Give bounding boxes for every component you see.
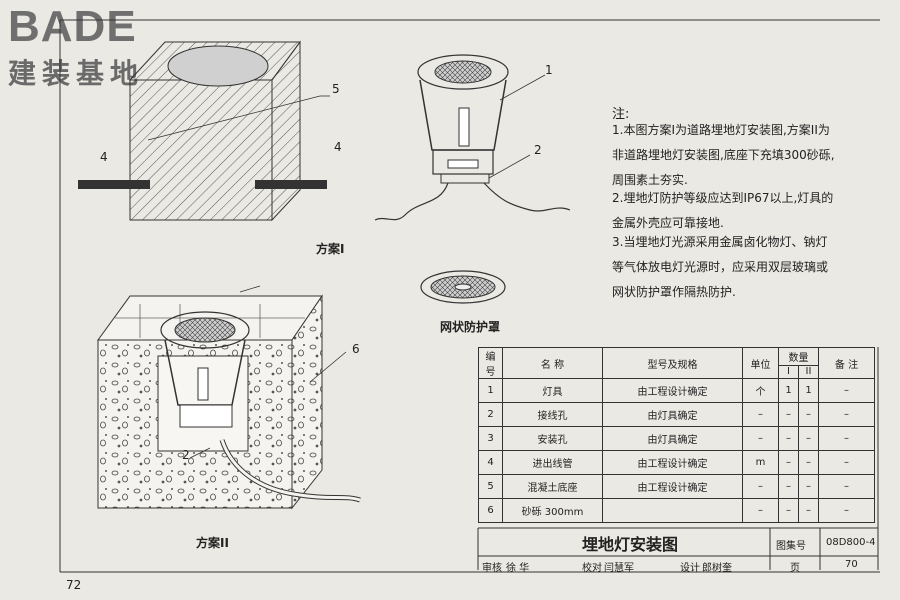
header-qty-1: I [778, 364, 799, 380]
header-name: 名 称 [502, 347, 603, 379]
table-row: 4 进出线管 由工程设计确定 m – – – [478, 450, 875, 475]
callout-6: 6 [352, 342, 360, 356]
cell-no: 4 [478, 450, 503, 475]
header-qty-2: II [798, 364, 819, 380]
fixture-elevation [374, 54, 571, 221]
notes-title: 注: [612, 107, 630, 122]
cell-remark: – [818, 498, 875, 523]
review-label: 审核 [482, 563, 502, 574]
page-label: 页 [790, 563, 800, 574]
cell-no: 3 [478, 426, 503, 451]
cell-remark: – [818, 378, 875, 403]
cell-qty1: – [778, 426, 799, 451]
note-1: 1.本图方案I为道路埋地灯安装图,方案II为非道路埋地灯安装图,底座下充填300… [612, 123, 835, 187]
header-no: 编号 [478, 347, 503, 379]
cell-unit: m [742, 450, 779, 475]
callout-2-scheme2: 2 [182, 448, 190, 462]
note-3: 3.当埋地灯光源采用金属卤化物灯、钠灯等气体放电灯光源时，应采用双层玻璃或网状防… [612, 235, 829, 299]
cell-qty1: – [778, 450, 799, 475]
cell-qty2: – [798, 402, 819, 427]
checker-name: 闫慧军 [604, 563, 634, 574]
cell-no: 1 [478, 378, 503, 403]
cell-remark: – [818, 426, 875, 451]
cell-name: 砂砾 300mm [502, 498, 603, 523]
table-row: 3 安装孔 由灯具确定 – – – – [478, 426, 875, 451]
header-remark: 备 注 [818, 347, 875, 379]
cell-unit: – [742, 426, 779, 451]
cell-qty1: – [778, 402, 799, 427]
page-number: 72 [66, 578, 82, 592]
caption-scheme1: 方案I [316, 242, 345, 256]
table-row: 6 砂砾 300mm – – – – [478, 498, 875, 523]
cell-remark: – [818, 450, 875, 475]
cell-no: 5 [478, 474, 503, 499]
cell-remark: – [818, 474, 875, 499]
table-row: 2 接线孔 由灯具确定 – – – – [478, 402, 875, 427]
cell-spec [602, 498, 743, 523]
table-row: 5 混凝土底座 由工程设计确定 – – – – [478, 474, 875, 499]
cell-name: 灯具 [502, 378, 603, 403]
reviewer-name: 徐 华 [506, 563, 530, 574]
check-label: 校对 [582, 563, 602, 574]
callout-4-left: 4 [100, 150, 108, 164]
scheme2-section [97, 285, 361, 510]
cell-remark: – [818, 402, 875, 427]
cell-spec: 由灯具确定 [602, 426, 743, 451]
header-spec: 型号及规格 [602, 347, 743, 379]
atlas-label: 图集号 [776, 541, 806, 552]
cell-qty2: – [798, 498, 819, 523]
logo-subtitle: 建装基地 [8, 57, 145, 90]
header-unit: 单位 [742, 347, 779, 379]
cell-no: 2 [478, 402, 503, 427]
cell-unit: 个 [742, 378, 779, 403]
cell-no: 6 [478, 498, 503, 523]
table-row: 1 灯具 由工程设计确定 个 1 1 – [478, 378, 875, 403]
drawing-title: 埋地灯安装图 [582, 535, 679, 554]
callout-1: 1 [545, 63, 553, 77]
cell-name: 进出线管 [502, 450, 603, 475]
cell-qty2: – [798, 426, 819, 451]
cell-spec: 由工程设计确定 [602, 474, 743, 499]
scheme1-block [78, 40, 330, 222]
caption-mesh-guard: 网状防护罩 [440, 320, 501, 334]
note-2: 2.埋地灯防护等级应达到IP67以上,灯具的金属外壳应可靠接地. [612, 191, 834, 230]
cell-unit: – [742, 498, 779, 523]
cell-qty2: – [798, 474, 819, 499]
cell-spec: 由工程设计确定 [602, 378, 743, 403]
cell-name: 混凝土底座 [502, 474, 603, 499]
callout-5: 5 [332, 82, 340, 96]
caption-scheme2: 方案II [196, 536, 229, 550]
mesh-guard [420, 270, 506, 304]
cell-qty2: – [798, 450, 819, 475]
cell-name: 接线孔 [502, 402, 603, 427]
cell-spec: 由灯具确定 [602, 402, 743, 427]
cell-spec: 由工程设计确定 [602, 450, 743, 475]
cell-unit: – [742, 402, 779, 427]
cell-unit: – [742, 474, 779, 499]
cell-qty1: 1 [778, 378, 799, 403]
cell-qty1: – [778, 474, 799, 499]
design-label: 设计 [680, 563, 700, 574]
logo-text: BADE [8, 2, 137, 51]
page-value: 70 [845, 559, 858, 570]
header-qty: 数量 [778, 347, 819, 366]
cell-qty1: – [778, 498, 799, 523]
designer-name: 郎树奎 [702, 563, 732, 574]
callout-4-right: 4 [334, 140, 342, 154]
atlas-number: 08D800-4 [826, 537, 876, 548]
parts-table: 编号 名 称 型号及规格 单位 数量 备 注 I II 1 灯具 由工程设计确定… [478, 347, 875, 523]
cell-name: 安装孔 [502, 426, 603, 451]
callout-2: 2 [534, 143, 542, 157]
cell-qty2: 1 [798, 378, 819, 403]
